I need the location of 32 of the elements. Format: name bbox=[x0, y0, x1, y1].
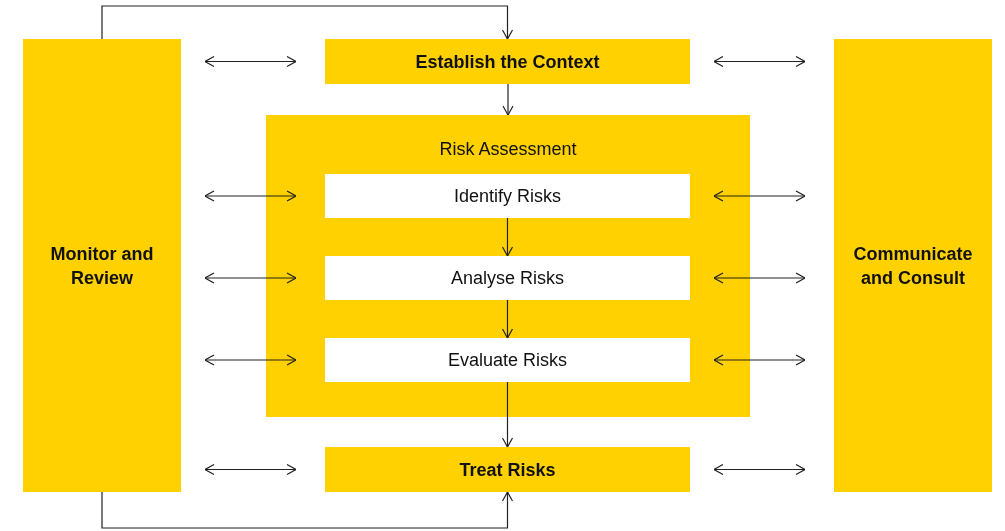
side-panel bbox=[834, 39, 992, 492]
process-box bbox=[325, 256, 690, 300]
arrow bbox=[204, 463, 297, 476]
arrow bbox=[713, 55, 806, 68]
process-box bbox=[325, 338, 690, 382]
box-label: Analyse Risks bbox=[450, 267, 564, 290]
arrow bbox=[713, 190, 806, 202]
arrow bbox=[501, 381, 514, 448]
box-label: Identify Risks bbox=[453, 185, 561, 208]
process-box bbox=[325, 39, 690, 84]
side-panel bbox=[23, 39, 181, 492]
process-box bbox=[325, 447, 690, 492]
group-panel bbox=[266, 115, 750, 417]
box-label: Communicate and Consult bbox=[852, 242, 974, 290]
arrow bbox=[713, 272, 806, 284]
box-label: Establish the Context bbox=[415, 50, 600, 74]
arrow bbox=[101, 5, 514, 40]
box-label: Evaluate Risks bbox=[447, 349, 568, 372]
group-heading: Risk Assessment bbox=[439, 138, 577, 161]
box-label: Treat Risks bbox=[459, 458, 556, 482]
arrow bbox=[713, 354, 806, 366]
arrow bbox=[501, 299, 514, 339]
arrow bbox=[204, 190, 297, 202]
arrow bbox=[501, 217, 514, 257]
arrow bbox=[713, 463, 806, 476]
box-label: Monitor and Review bbox=[49, 242, 155, 290]
arrow bbox=[101, 491, 514, 529]
arrow bbox=[204, 55, 297, 68]
arrow bbox=[204, 354, 297, 366]
arrow bbox=[502, 83, 514, 116]
arrow bbox=[204, 272, 297, 284]
process-box bbox=[325, 174, 690, 218]
